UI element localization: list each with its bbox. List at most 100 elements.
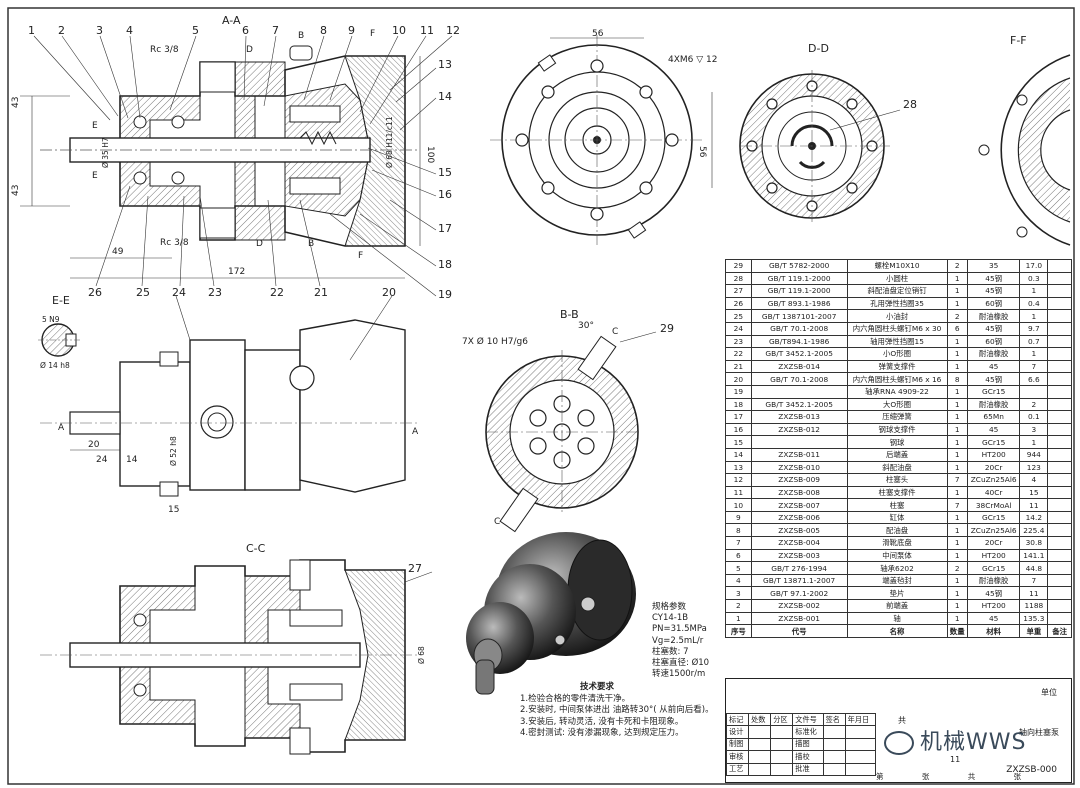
bom-cell-qty: 1 <box>946 523 968 538</box>
bom-cell-code: ZXZSB-001 <box>750 611 848 626</box>
bom-header-note: 备注 <box>1047 624 1072 638</box>
dim-20: 20 <box>88 440 100 450</box>
bom-cell-wt: 4 <box>1019 473 1049 487</box>
bom-cell-mat: ZCuZn25Al6 <box>966 473 1021 487</box>
bom-cell-mat: GCr15 <box>966 510 1021 525</box>
tb-drawing-code: ZXZSB-000 <box>1006 765 1057 775</box>
dim-56-side: 56 <box>697 146 707 158</box>
section-mark-e-top: E <box>92 121 98 131</box>
bom-cell-code: ZXZSB-005 <box>750 523 848 538</box>
bom-header-no: 序号 <box>725 624 752 638</box>
dim-172: 172 <box>228 267 245 277</box>
bom-cell-note <box>1047 397 1072 412</box>
bom-cell-code: GB/T 3452.1-2005 <box>750 347 848 361</box>
watermark-text: 机械WWS <box>920 730 1027 755</box>
bom-cell-no: 13 <box>725 460 752 475</box>
bom-cell-name: 前端盖 <box>846 599 948 613</box>
bom-cell-no: 20 <box>725 372 752 386</box>
bom-cell-code: GB/T 119.1-2000 <box>750 271 848 286</box>
tb-role: 设计 <box>725 725 750 739</box>
bom-cell-wt: 0.4 <box>1019 296 1049 311</box>
tb-sheet-count: 第 张 共 张 <box>876 772 1040 781</box>
bom-cell-mat: HT200 <box>966 548 1021 563</box>
bom-cell-qty: 1 <box>946 271 968 286</box>
bom-cell-mat: ZCuZn25Al6 <box>966 523 1021 538</box>
tb-role: 工艺 <box>725 762 750 776</box>
bom-cell-no: 1 <box>725 611 752 626</box>
bom-cell-wt: 141.1 <box>1019 548 1049 563</box>
bom-cell-mat: 20Cr <box>966 460 1021 475</box>
tb-rev-header: 处数 <box>748 712 772 727</box>
bom-cell-name: 端盖毡封 <box>846 573 948 588</box>
dim-7x-d10: 7X Ø 10 H7/g6 <box>462 336 528 347</box>
tb-name-line1: 共 <box>898 716 906 725</box>
bom-cell-qty: 8 <box>946 372 968 386</box>
dim-100: 100 <box>425 146 435 163</box>
bom-cell-note <box>1047 485 1072 500</box>
bom-cell-no: 5 <box>725 561 752 575</box>
tb-rev-header: 分区 <box>770 712 794 727</box>
bom-cell-wt: 225.4 <box>1019 523 1049 538</box>
bom-header-row: 序号代号名称数量材料单重备注 <box>725 624 1072 638</box>
bom-cell-wt: 123 <box>1019 460 1049 475</box>
dim-d68-cc: Ø 68 <box>417 646 426 664</box>
section-view-ee: E-E 5 N9 Ø 14 h8 <box>38 294 80 370</box>
bom-cell-wt: 135.3 <box>1019 611 1049 626</box>
bom-cell-wt: 3 <box>1019 422 1049 437</box>
bom-cell-code: GB/T 119.1-2000 <box>750 284 848 298</box>
bom-cell-note <box>1047 561 1072 575</box>
bom-cell-note <box>1047 611 1072 626</box>
bom-cell-mat: 35 <box>966 259 1021 273</box>
bom-header-name: 名称 <box>846 624 948 638</box>
tb-role: 描图 <box>792 737 824 752</box>
bom-cell-mat: 40Cr <box>966 485 1021 500</box>
bom-cell-code: ZXZSB-003 <box>750 548 848 563</box>
bom-cell-name: 柱塞头 <box>846 473 948 487</box>
bom-cell-name: 柱塞 <box>846 498 948 512</box>
spec-param-line: 转速1500r/m <box>652 669 706 680</box>
bom-cell-mat: 45 <box>966 611 1021 626</box>
bom-cell-qty: 7 <box>946 473 968 487</box>
bom-cell-mat: GCr15 <box>966 435 1021 449</box>
bom-cell-qty: 1 <box>946 359 968 374</box>
callout-leaders <box>33 35 453 361</box>
bom-cell-note <box>1047 359 1072 374</box>
bom-cell-note <box>1047 447 1072 462</box>
bom-cell-mat: 20Cr <box>966 536 1021 550</box>
bom-cell-name: 后端盖 <box>846 447 948 462</box>
dim-rc-bottom: Rc 3/8 <box>160 238 189 248</box>
tb-role: 制图 <box>725 737 750 752</box>
pump-3d-render <box>466 532 636 695</box>
tb-unit: 单位 <box>1041 688 1057 697</box>
bom-cell-code: ZXZSB-008 <box>750 485 848 500</box>
bom-cell-qty: 1 <box>946 611 968 626</box>
bom-cell-qty: 1 <box>946 410 968 424</box>
bom-cell-no: 17 <box>725 410 752 424</box>
bom-cell-no: 27 <box>725 284 752 298</box>
section-view-dd: D-D 28 <box>739 42 917 222</box>
bom-cell-wt: 14.2 <box>1019 510 1049 525</box>
bom-cell-name: 配油盘 <box>846 523 948 538</box>
bom-header-wt: 单重 <box>1019 624 1049 638</box>
bom-cell-qty: 1 <box>946 485 968 500</box>
bom-cell-no: 24 <box>725 321 752 336</box>
section-mark-a-right: A <box>412 427 419 437</box>
bom-cell-note <box>1047 510 1072 525</box>
section-view-cc: C-C Ø 68 27 <box>40 542 433 755</box>
technical-requirements: 技术要求 1.检验合格的零件清洗干净。 2.安装时, 中间泵体进出 油路转30°… <box>520 682 714 740</box>
section-mark-a-left: A <box>58 423 65 433</box>
bom-cell-wt: 7 <box>1019 573 1049 588</box>
bom-cell-wt <box>1019 384 1049 399</box>
bom-cell-name: 大O形圈 <box>846 397 948 412</box>
bom-cell-no: 7 <box>725 536 752 550</box>
